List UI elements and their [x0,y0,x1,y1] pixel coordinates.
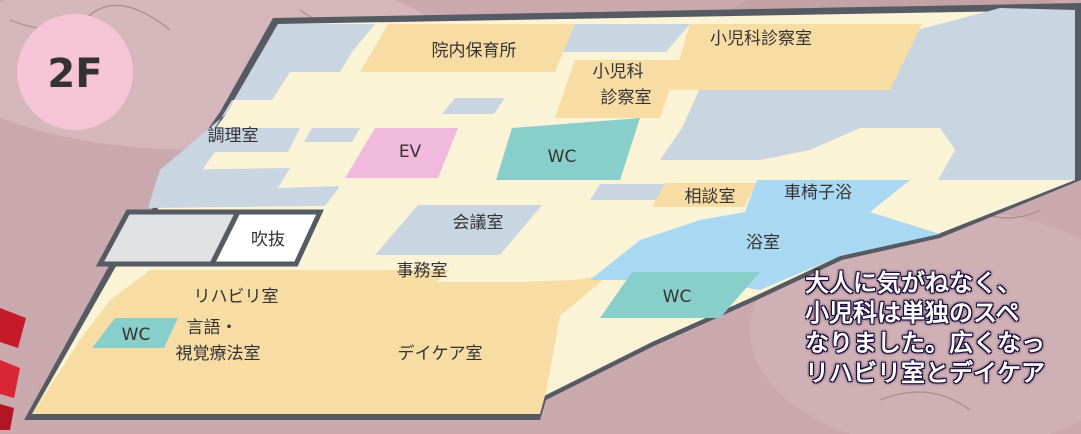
room-elevator [345,128,458,178]
room-left-strip [148,168,340,208]
label-wc-right: WC [663,287,692,307]
room-nursery [360,24,575,72]
room-wc-upper [496,118,640,180]
yellow-rooms [32,24,922,414]
room-top-middle-block [550,24,690,52]
room-rehab-daycare [32,270,610,414]
label-speech-2: 視覚療法室 [176,344,261,364]
label-office: 事務室 [397,261,448,281]
room-top-left-block [262,24,375,52]
label-daycare: デイケア室 [398,343,483,364]
label-wc-upper: WC [548,147,577,167]
room-pediatric-exam-large [670,24,922,90]
label-pediatric-exam-small-2: 診察室 [601,88,652,108]
caption-line-4: リハビリ室とデイケア [805,359,1045,387]
caption-line-1: 大人に気がねなく、 [805,269,1021,297]
room-pediatric-exam-small [555,60,680,118]
room-center-small [304,128,360,142]
label-speech-1: 言語・ [187,318,238,338]
room-upper-right-large [660,8,1075,180]
caption-text: 大人に気がねなく、 小児科は単独のスペ なりました。広くなっ リハビリ室とデイケ… [805,268,1081,418]
room-meeting [375,205,542,255]
floor-label: 2F [47,51,102,97]
caption-line-3: なりました。広くなっ [805,329,1045,357]
room-wc-right [600,272,760,318]
label-elevator: EV [399,142,422,162]
label-meeting-room: 会議室 [453,213,504,233]
room-consultation [652,183,757,207]
label-rehab-room: リハビリ室 [194,287,279,307]
room-small-upper [442,98,505,114]
red-ribbon-decoration [0,308,26,430]
label-kitchen: 調理室 [208,126,259,146]
label-wheelchair-bath: 車椅子浴 [784,183,852,203]
label-nursery: 院内保育所 [432,41,517,61]
label-pediatric-exam-small-1: 小児科 [593,62,644,82]
label-consultation: 相談室 [685,187,736,207]
floor-badge [17,14,133,130]
label-pediatric-exam-large: 小児科診察室 [710,29,812,49]
label-atrium: 吹抜 [251,230,285,250]
room-kitchen [160,52,352,170]
room-wheelchair-bath [745,180,910,212]
atrium [95,209,324,267]
label-wc-left: WC [122,325,151,345]
corridor-rooms [148,8,1075,255]
blue-rooms [590,180,940,290]
room-bathroom [590,212,940,290]
wc-rooms [92,118,760,348]
room-wc-left [92,318,178,348]
label-bathroom: 浴室 [746,233,780,253]
caption-line-2: 小児科は単独のスペ [805,299,1020,327]
